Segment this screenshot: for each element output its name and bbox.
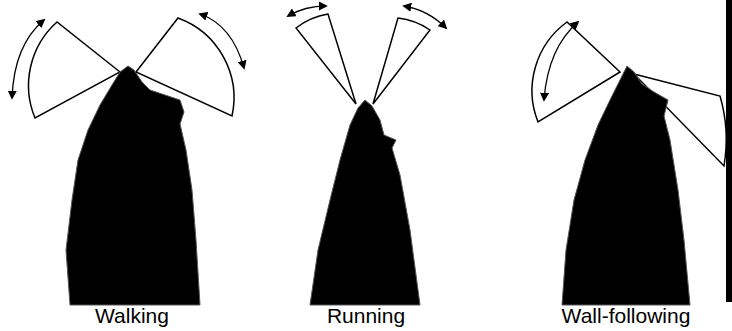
whisker-fan <box>296 14 356 104</box>
panel-label: Walking <box>95 304 169 328</box>
panel-label: Wall-following <box>562 304 691 328</box>
sweep-arrow <box>288 6 326 16</box>
sweep-arrow <box>544 22 578 100</box>
sweep-arrow <box>404 6 446 28</box>
panel-label: Running <box>327 304 405 328</box>
rat-head-silhouette <box>310 100 420 305</box>
sweep-arrow <box>200 14 244 68</box>
rat-head-silhouette <box>66 66 200 305</box>
whisker-fan <box>373 18 430 104</box>
wall <box>726 0 732 302</box>
rat-head-silhouette <box>562 66 690 305</box>
sweep-arrow <box>12 20 44 98</box>
